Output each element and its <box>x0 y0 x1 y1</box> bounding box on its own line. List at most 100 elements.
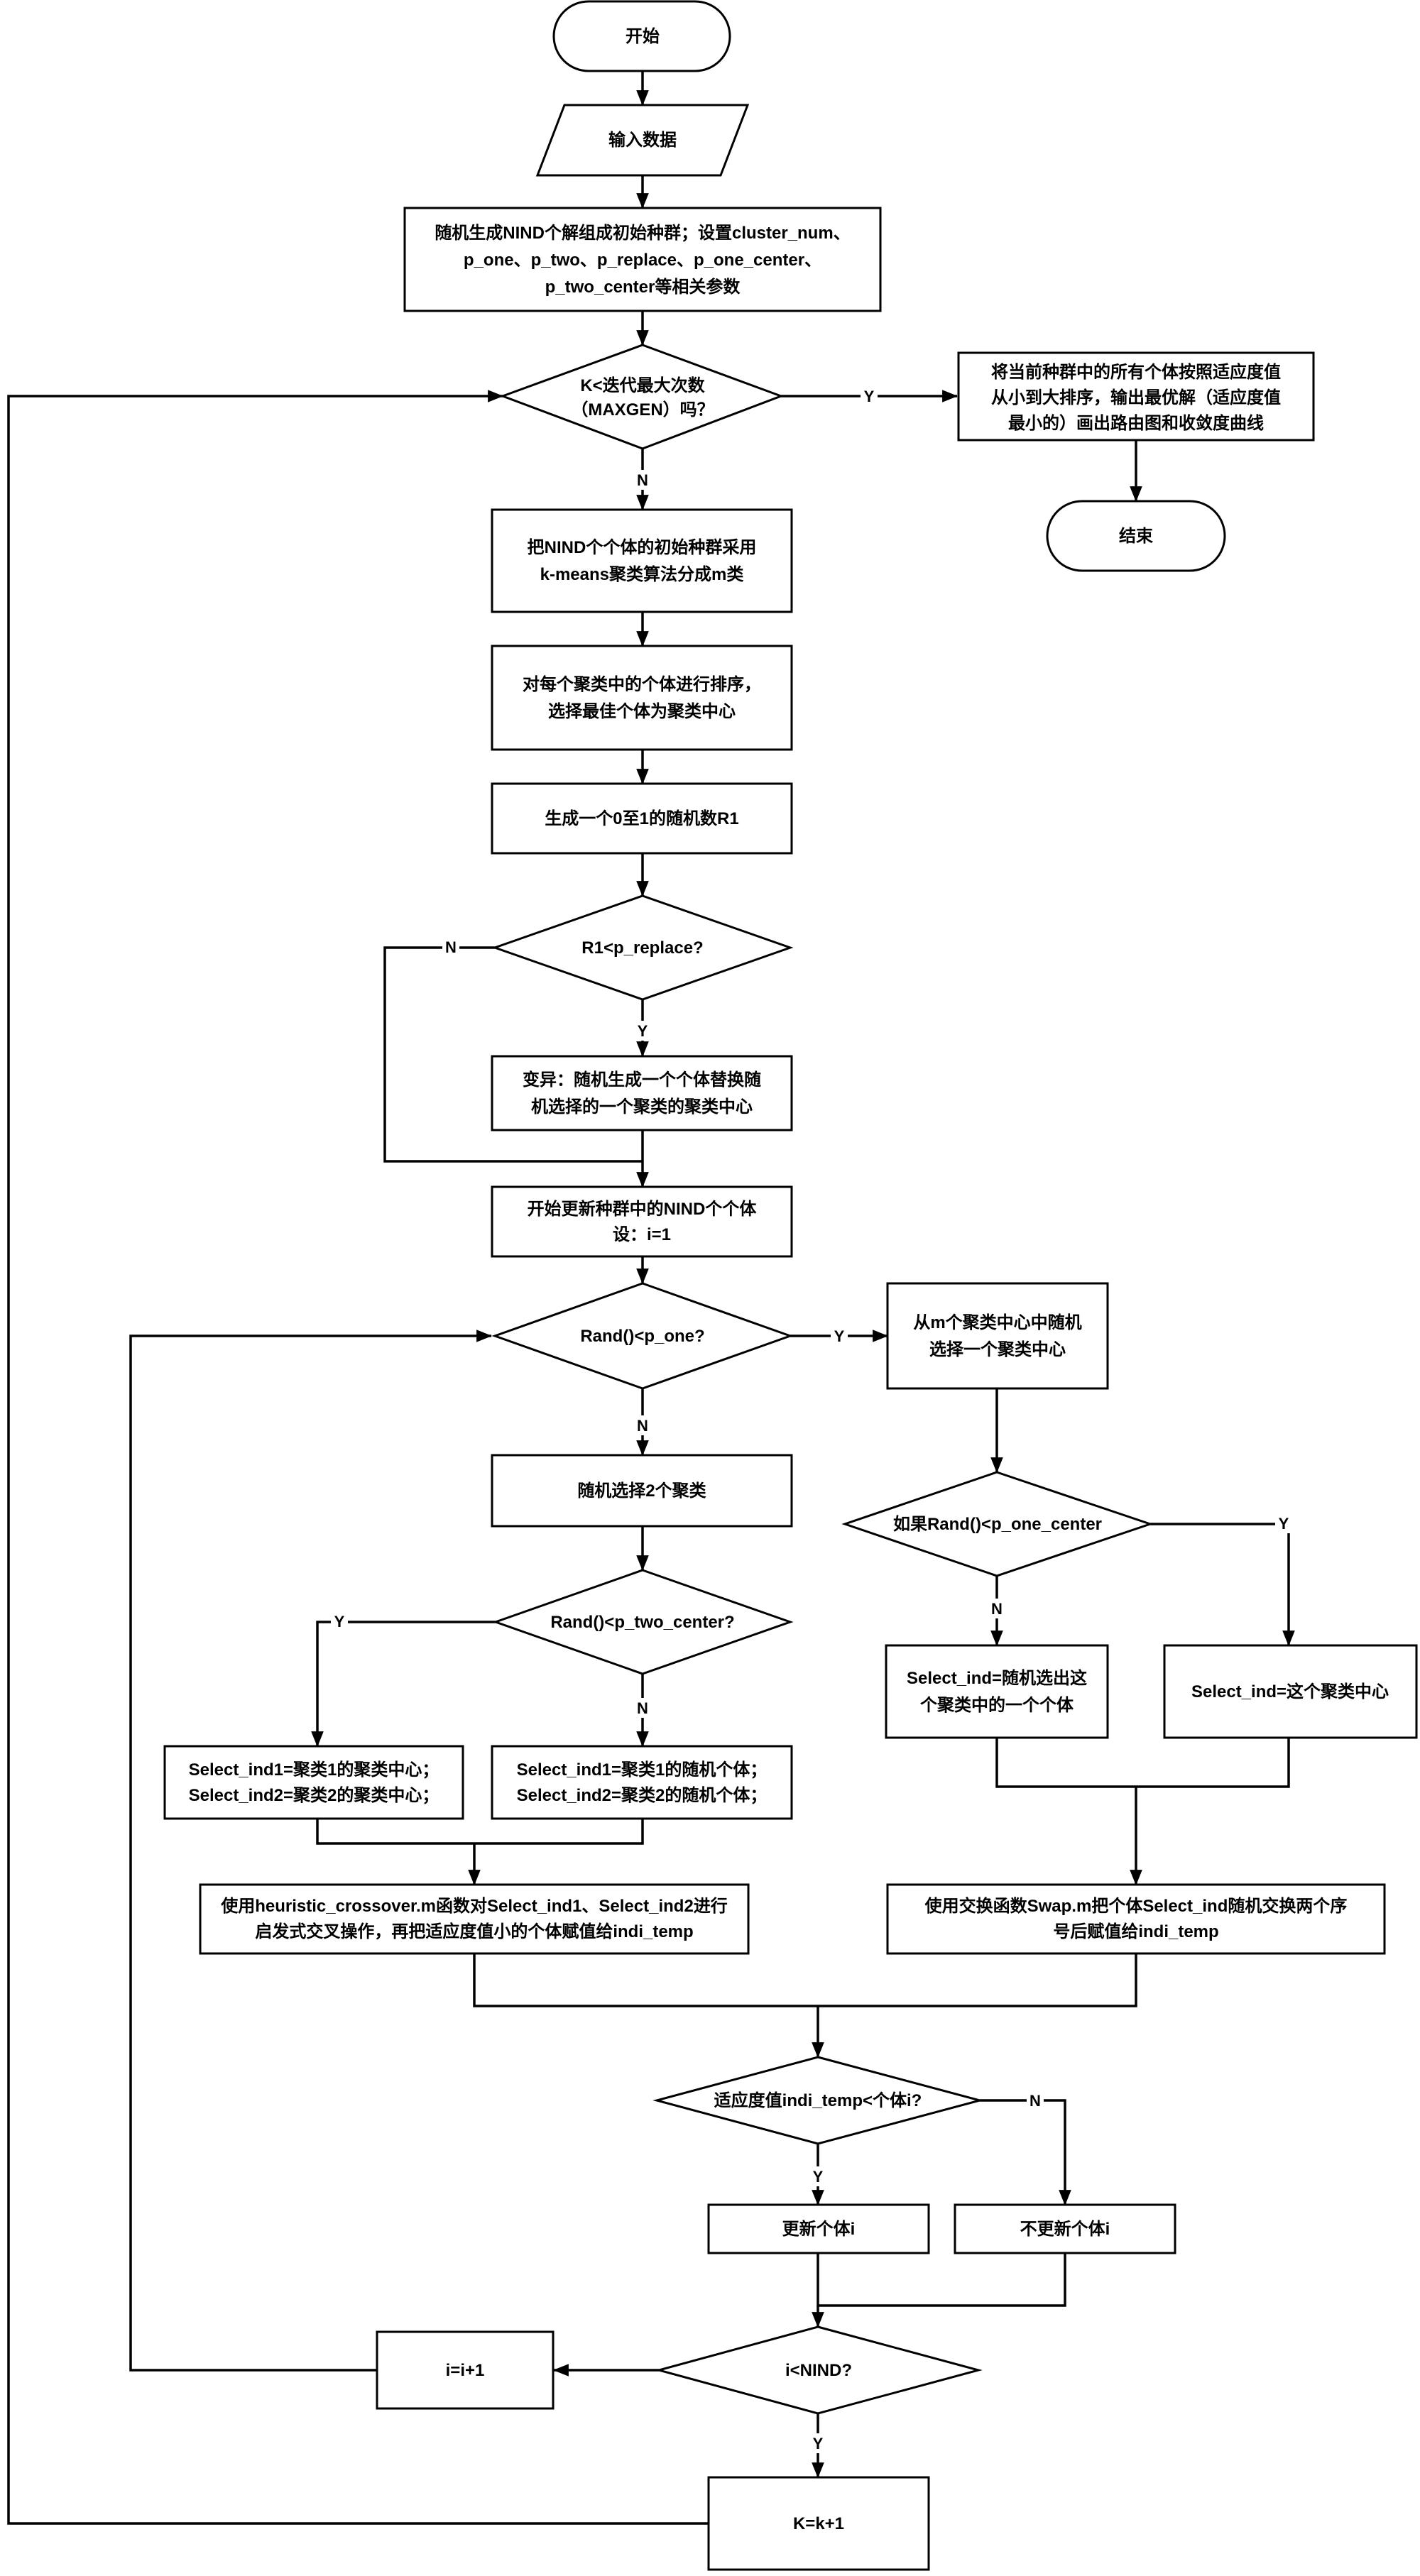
edge-label-replace-y: Y <box>638 1022 648 1040</box>
sel-centers-two-label: Select_ind1=聚类1的聚类中心； Select_ind2=聚类2的聚类中… <box>189 1760 439 1805</box>
final-sort-line-2: 从小到大排序，输出最优解（适应度值 <box>991 388 1281 407</box>
pone-check-line-1: Rand()<p_one? <box>580 1327 704 1346</box>
no-update-i-label: 不更新个体i <box>1020 2219 1110 2239</box>
kmeans-node <box>491 508 793 613</box>
pone-label: Rand()<p_one? <box>580 1327 704 1346</box>
start-line-1: 开始 <box>626 27 660 46</box>
edge-label-fitness-y: Y <box>813 2168 824 2186</box>
input-line-1: 输入数据 <box>608 130 677 150</box>
edge-labels: Y N N Y Y N N Y Y N Y N Y <box>331 386 1292 2453</box>
pone-decision <box>491 1282 794 1390</box>
mutate-line-2: 机选择的一个聚类的聚类中心 <box>531 1097 753 1117</box>
edge-label-loop-n: N <box>637 471 648 489</box>
ponecenter-decision <box>841 1471 1154 1577</box>
sel-centers-two-line-1: Select_ind1=聚类1的聚类中心； <box>189 1760 439 1780</box>
inc-k-label: K=k+1 <box>793 2514 844 2533</box>
edge-label-loop-y: Y <box>864 388 875 405</box>
sort-cluster-node <box>491 645 793 751</box>
sel-center-one-label: Select_ind=这个聚类中心 <box>1191 1682 1389 1701</box>
final-sort-line-3: 最小的）画出路由图和收敛度曲线 <box>1008 413 1264 433</box>
edge-label-ptwocenter-n: N <box>637 1699 648 1717</box>
update-start-line-1: 开始更新种群中的NIND个个体 <box>528 1199 758 1219</box>
init-line-2: p_one、p_two、p_replace、p_one_center、 <box>464 251 821 270</box>
loop-check-line-1: K<迭代最大次数 <box>580 376 705 395</box>
connectors <box>7 71 1295 2525</box>
sel-centers-two-node <box>163 1745 464 1820</box>
ptwocenter-check-line-1: Rand()<p_two_center? <box>550 1613 734 1632</box>
sel-random-one-label: Select_ind=随机选出这个聚类中的一个个体 <box>907 1668 1087 1715</box>
ponecenter-label: 如果Rand()<p_one_center <box>893 1515 1102 1534</box>
init-line-3: p_two_center等相关参数 <box>545 277 741 297</box>
edge-inci-pone <box>129 1330 493 2372</box>
start-terminal <box>552 0 731 72</box>
mutate-label: 变异：随机生成一个个体替换随机选择的一个聚类的聚类中心 <box>523 1070 761 1117</box>
input-label: 输入数据 <box>608 130 677 150</box>
crossover-node <box>199 1883 750 1955</box>
replace-label: R1<p_replace? <box>581 938 703 958</box>
edge-label-pone-y: Y <box>834 1327 845 1345</box>
edge-ponecenter-y <box>1150 1523 1295 1647</box>
edge-label-i-y: Y <box>813 2435 824 2452</box>
crossover-label: 使用heuristic_crossover.m函数对Select_ind1、Se… <box>220 1896 728 1941</box>
sort-cluster-line-2: 选择最佳个体为聚类中心 <box>548 702 736 721</box>
edge-crossover-join <box>473 1953 1137 2007</box>
inc-k-line-1: K=k+1 <box>793 2514 844 2533</box>
gen-r1-line-1: 生成一个0至1的随机数R1 <box>545 809 738 828</box>
loop-decision <box>499 344 785 450</box>
mutate-line-1: 变异：随机生成一个个体替换随 <box>523 1070 761 1090</box>
init-line-1: 随机生成NIND个解组成初始种群；设置cluster_num、 <box>435 223 850 243</box>
edge-label-fitness-n: N <box>1030 2092 1041 2110</box>
no-update-i-node <box>954 2203 1176 2254</box>
ponecenter-check-line-1: 如果Rand()<p_one_center <box>893 1515 1102 1534</box>
update-start-label: 开始更新种群中的NIND个个体设：i=1 <box>528 1199 758 1244</box>
sel-center-one-node <box>1163 1644 1418 1739</box>
sel-random-one-node <box>885 1644 1109 1739</box>
kmeans-line-1: 把NIND个个体的初始种群采用 <box>528 537 757 557</box>
end-line-1: 结束 <box>1119 527 1154 546</box>
input-data-node <box>535 104 750 177</box>
edge-replace-n-bypass <box>383 946 643 1163</box>
sel-centers-two-line-2: Select_ind2=聚类2的聚类中心； <box>189 1785 439 1805</box>
gen-r1-label: 生成一个0至1的随机数R1 <box>545 809 738 828</box>
i-check-line-1: i<NIND? <box>785 2361 852 2380</box>
sel-random-one-line-2: 个聚类中的一个个体 <box>920 1695 1074 1715</box>
edge-label-ponecenter-y: Y <box>1279 1515 1289 1533</box>
sort-cluster-line-1: 对每个聚类中的个体进行排序， <box>523 674 761 694</box>
edge-fitness-noupdate <box>980 2099 1071 2206</box>
edge-sel-merge-right <box>995 1738 1290 1788</box>
edge-label-ponecenter-n: N <box>991 1600 1003 1618</box>
loop-check-line-2: （MAXGEN）吗？ <box>571 400 714 420</box>
final-sort-node <box>957 351 1315 442</box>
sel-random-two-node <box>491 1745 793 1820</box>
fitness-check-line-1: 适应度值indi_temp<个体i? <box>714 2090 922 2110</box>
mutate-node <box>491 1055 793 1131</box>
crossover-line-1: 使用heuristic_crossover.m函数对Select_ind1、Se… <box>220 1896 728 1916</box>
start-label: 开始 <box>626 27 660 46</box>
update-i-label: 更新个体i <box>782 2219 856 2239</box>
pick-center-node <box>886 1282 1109 1390</box>
sel-random-two-line-1: Select_ind1=聚类1的随机个体； <box>517 1760 768 1780</box>
init-label: 随机生成NIND个解组成初始种群；设置cluster_num、 p_one、p_t… <box>435 223 850 297</box>
sort-cluster-label: 对每个聚类中的个体进行排序， 选择最佳个体为聚类中心 <box>523 674 761 721</box>
ptwocenter-decision <box>492 1569 794 1675</box>
end-label: 结束 <box>1119 527 1154 546</box>
sel-random-two-label: Select_ind1=聚类1的随机个体； Select_ind2=聚类2的随机个… <box>517 1760 768 1805</box>
fitness-label: 适应度值indi_temp<个体i? <box>714 2090 922 2110</box>
loop-label: K<迭代最大次数 （MAXGEN）吗？ <box>571 376 714 420</box>
gen-r1-node <box>491 782 793 855</box>
update-i-node <box>707 2203 930 2254</box>
final-sort-line-1: 将当前种群中的所有个体按照适应度值 <box>991 362 1281 382</box>
i-check-label: i<NIND? <box>785 2361 852 2380</box>
pick-two-node <box>491 1454 793 1528</box>
edge-inck-loop <box>7 390 709 2525</box>
pick-two-line-1: 随机选择2个聚类 <box>577 1481 706 1501</box>
update-start-node <box>491 1185 793 1258</box>
shapes <box>163 0 1418 2571</box>
swap-line-2: 号后赋值给indi_temp <box>1053 1922 1218 1941</box>
update-i-line-1: 更新个体i <box>782 2219 856 2239</box>
update-start-line-2: 设：i=1 <box>613 1225 671 1244</box>
edge-update-merge <box>816 2253 1066 2307</box>
swap-label: 使用交换函数Swap.m把个体Select_ind随机交换两个序号后赋值给ind… <box>924 1896 1348 1941</box>
edge-label-replace-n: N <box>445 938 457 956</box>
sel-random-two-line-2: Select_ind2=聚类2的随机个体； <box>517 1785 768 1805</box>
